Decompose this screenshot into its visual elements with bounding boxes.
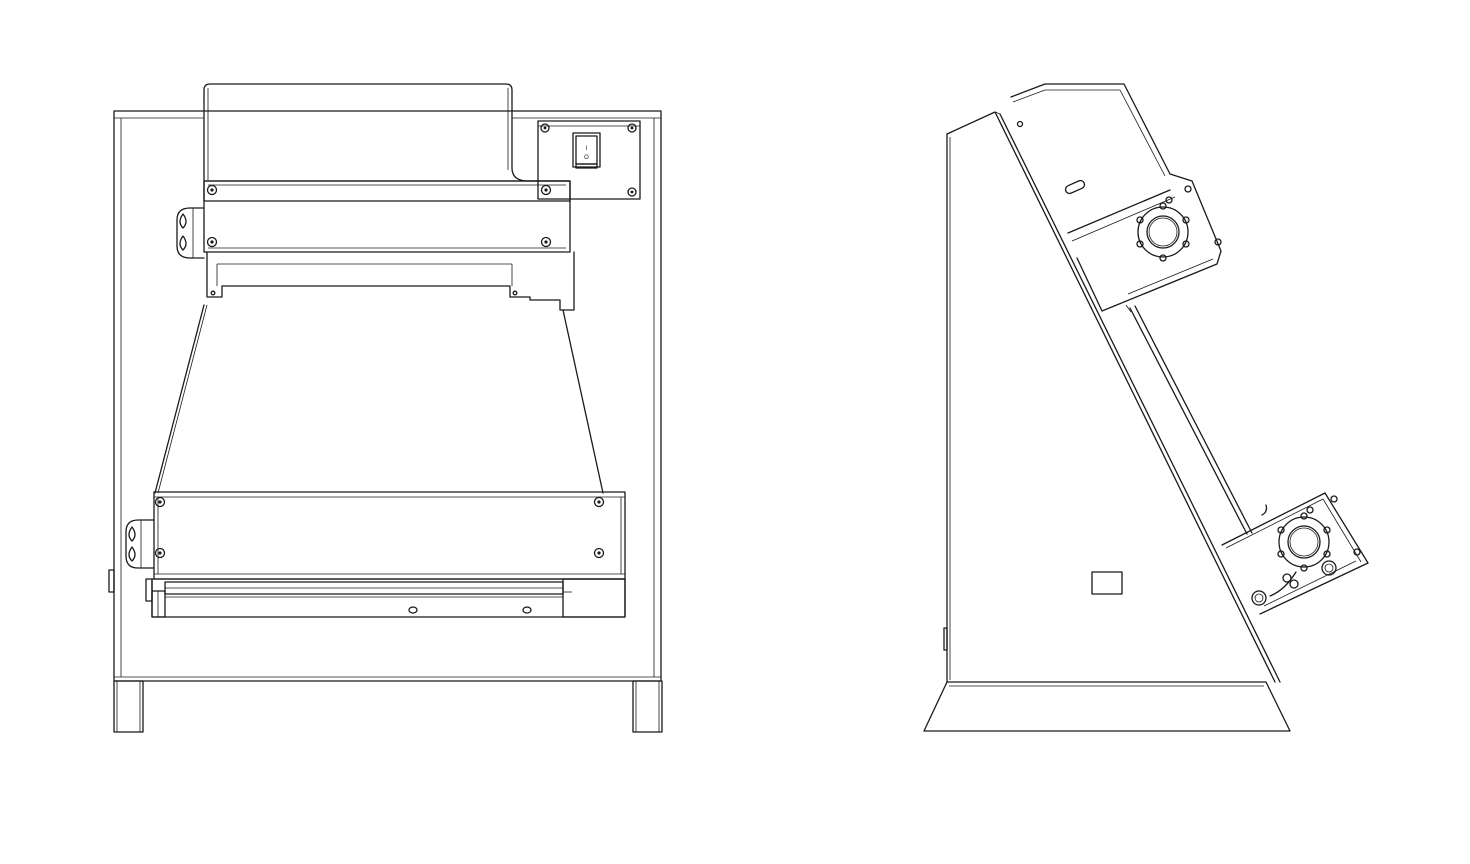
upper-adjustment-knob [176,207,205,259]
side-body [943,111,1281,683]
side-upper-hopper [1010,83,1222,312]
legs [113,680,663,733]
lower-roller-housing [153,491,626,580]
output-tray [145,578,626,618]
switch-on-mark: I [586,146,588,152]
side-lower-knob [1277,506,1331,572]
side-slot [1064,179,1086,195]
side-guide [1125,304,1253,535]
side-label-plate [1091,571,1123,595]
side-view [923,83,1369,732]
side-spring-assembly [1251,560,1337,606]
power-switch: I O [572,132,601,169]
power-switch-panel: I O [537,120,641,200]
lower-adjustment-knob [125,519,155,569]
feed-plate [154,304,604,494]
switch-off-mark: O [584,155,589,161]
side-upper-knob [1136,196,1190,262]
top-hopper [203,83,571,182]
upper-roller-housing [203,180,575,311]
side-base [923,681,1291,732]
side-lower-housing [1221,492,1369,615]
machine-body [108,110,662,682]
front-view: I O [108,83,663,733]
